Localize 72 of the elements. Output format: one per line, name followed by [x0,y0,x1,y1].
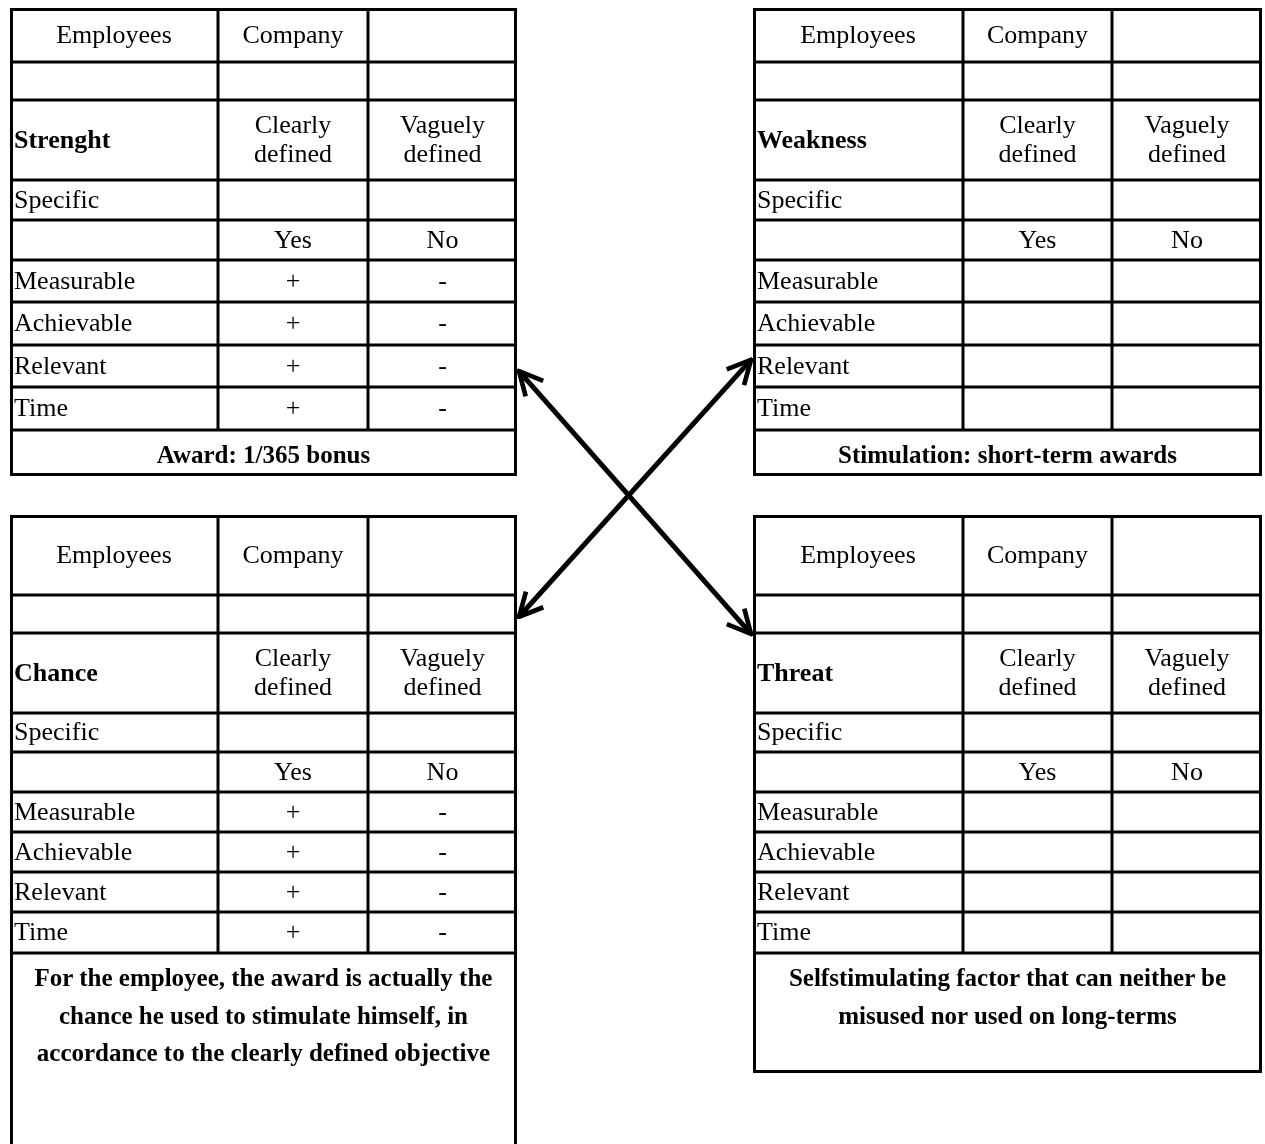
row-label: Relevant [14,877,107,907]
minus-sign: - [438,266,447,296]
column-header: Yes [1018,757,1057,787]
row-label: Relevant [14,351,107,381]
matrix-table [753,515,1262,1073]
plus-sign: + [285,837,301,867]
plus-sign: + [285,877,301,907]
column-header: Vaguely defined [1143,644,1231,702]
column-header: Vaguely defined [398,644,487,702]
minus-sign: - [438,837,447,867]
minus-sign: - [438,918,447,947]
column-header: Employees [56,20,172,50]
row-label: Time [14,918,68,947]
column-header: No [426,225,459,255]
column-header: Employees [56,540,172,570]
column-header: Clearly defined [253,111,333,169]
column-header: Company [986,20,1089,50]
plus-sign: + [285,918,301,947]
column-header: No [1171,757,1203,787]
column-header: Yes [1018,225,1057,255]
row-label: Measurable [14,266,136,296]
minus-sign: - [438,309,447,338]
row-label: Relevant [757,877,850,907]
column-header: Vaguely defined [398,111,487,169]
row-label: Time [757,394,811,423]
column-header: No [426,757,459,787]
plus-sign: + [285,309,301,338]
column-header: No [1171,225,1203,255]
column-header: Employees [800,20,916,50]
column-header: Company [242,20,344,50]
column-header: Company [986,540,1089,570]
matrix-table [10,515,517,1144]
footer-note: Selfstimulating factor that can neither be misused nor used on long-terms [787,963,1228,1031]
row-label: Measurable [757,266,879,296]
row-label: Specific [757,718,843,747]
plus-sign: + [285,351,301,381]
plus-sign: + [285,797,301,827]
column-header: Yes [274,757,312,787]
table-heading: Threat [757,658,834,688]
column-header: Company [242,540,344,570]
minus-sign: - [438,877,447,907]
minus-sign: - [438,797,447,827]
matrix-table [753,8,1262,476]
matrix-table [10,8,517,476]
column-header: Vaguely defined [1143,111,1231,169]
column-header: Employees [800,540,916,570]
plus-sign: + [285,394,301,423]
row-label: Achievable [757,837,876,867]
table-heading: Strenght [14,125,111,155]
column-header: Clearly defined [997,111,1078,169]
footer-note: For the employee, the award is actually the chance he used to stimulate himself, in accordance to the clearly defined objective [33,963,494,1068]
row-label: Specific [14,185,100,215]
table-heading: Weakness [757,125,867,155]
column-header: Clearly defined [253,644,333,702]
row-label: Time [757,918,811,947]
minus-sign: - [438,394,447,423]
table-heading: Chance [14,658,98,688]
minus-sign: - [438,351,447,381]
plus-sign: + [285,266,301,296]
column-header: Yes [274,225,312,255]
row-label: Achievable [757,309,876,338]
footer-note: Award: 1/365 bonus [156,440,371,470]
row-label: Relevant [757,351,850,381]
row-label: Specific [14,718,100,747]
footer-note: Stimulation: short-term awards [838,440,1177,470]
row-label: Achievable [14,837,133,867]
row-label: Specific [757,185,843,215]
row-label: Time [14,394,68,423]
row-label: Measurable [14,797,136,827]
row-label: Achievable [14,309,133,338]
column-header: Clearly defined [997,644,1078,702]
row-label: Measurable [757,797,879,827]
